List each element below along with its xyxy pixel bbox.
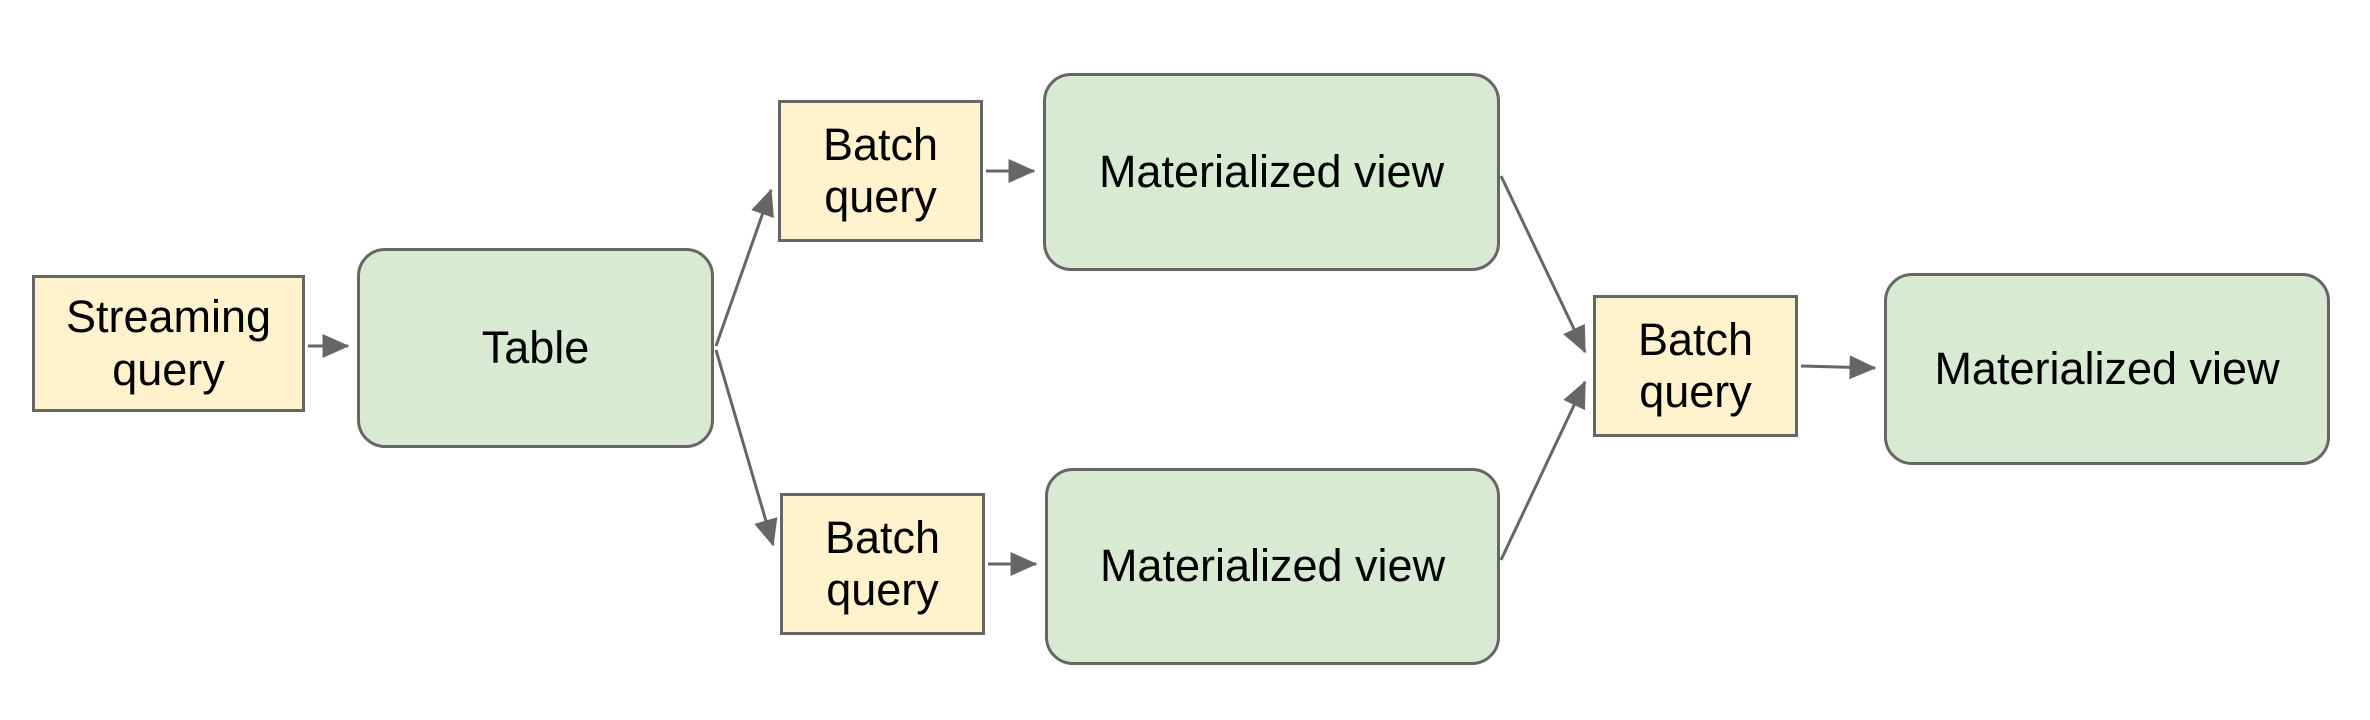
arrow-batch-query-merge-to-materialized-view-final [1800,355,1877,380]
node-label: Materialized view [1934,342,2280,394]
batch-query-bottom-node: Batch query [780,493,985,635]
node-label: Batch query [824,511,941,615]
node-label: Batch query [1637,313,1754,417]
node-label: Materialized view [1099,540,1446,592]
arrow-table-to-batch-query-bottom [714,349,778,547]
node-label: Materialized view [1098,145,1445,197]
materialized-view-top-node: Materialized view [1043,73,1500,271]
arrow-table-to-batch-query-top [714,188,774,347]
batch-query-merge-node: Batch query [1593,295,1798,437]
arrow-materialized-view-bottom-to-batch-query-merge [1499,380,1587,561]
node-label: Streaming query [65,291,272,395]
node-label: Table [481,321,590,373]
node-label: Batch query [822,118,939,222]
materialized-view-bottom-node: Materialized view [1045,468,1500,665]
batch-query-top-node: Batch query [778,100,983,242]
arrow-materialized-view-top-to-batch-query-merge [1499,175,1587,354]
streaming-query-node: Streaming query [32,275,305,412]
materialized-view-final-node: Materialized view [1884,273,2330,465]
table-node: Table [357,248,714,448]
